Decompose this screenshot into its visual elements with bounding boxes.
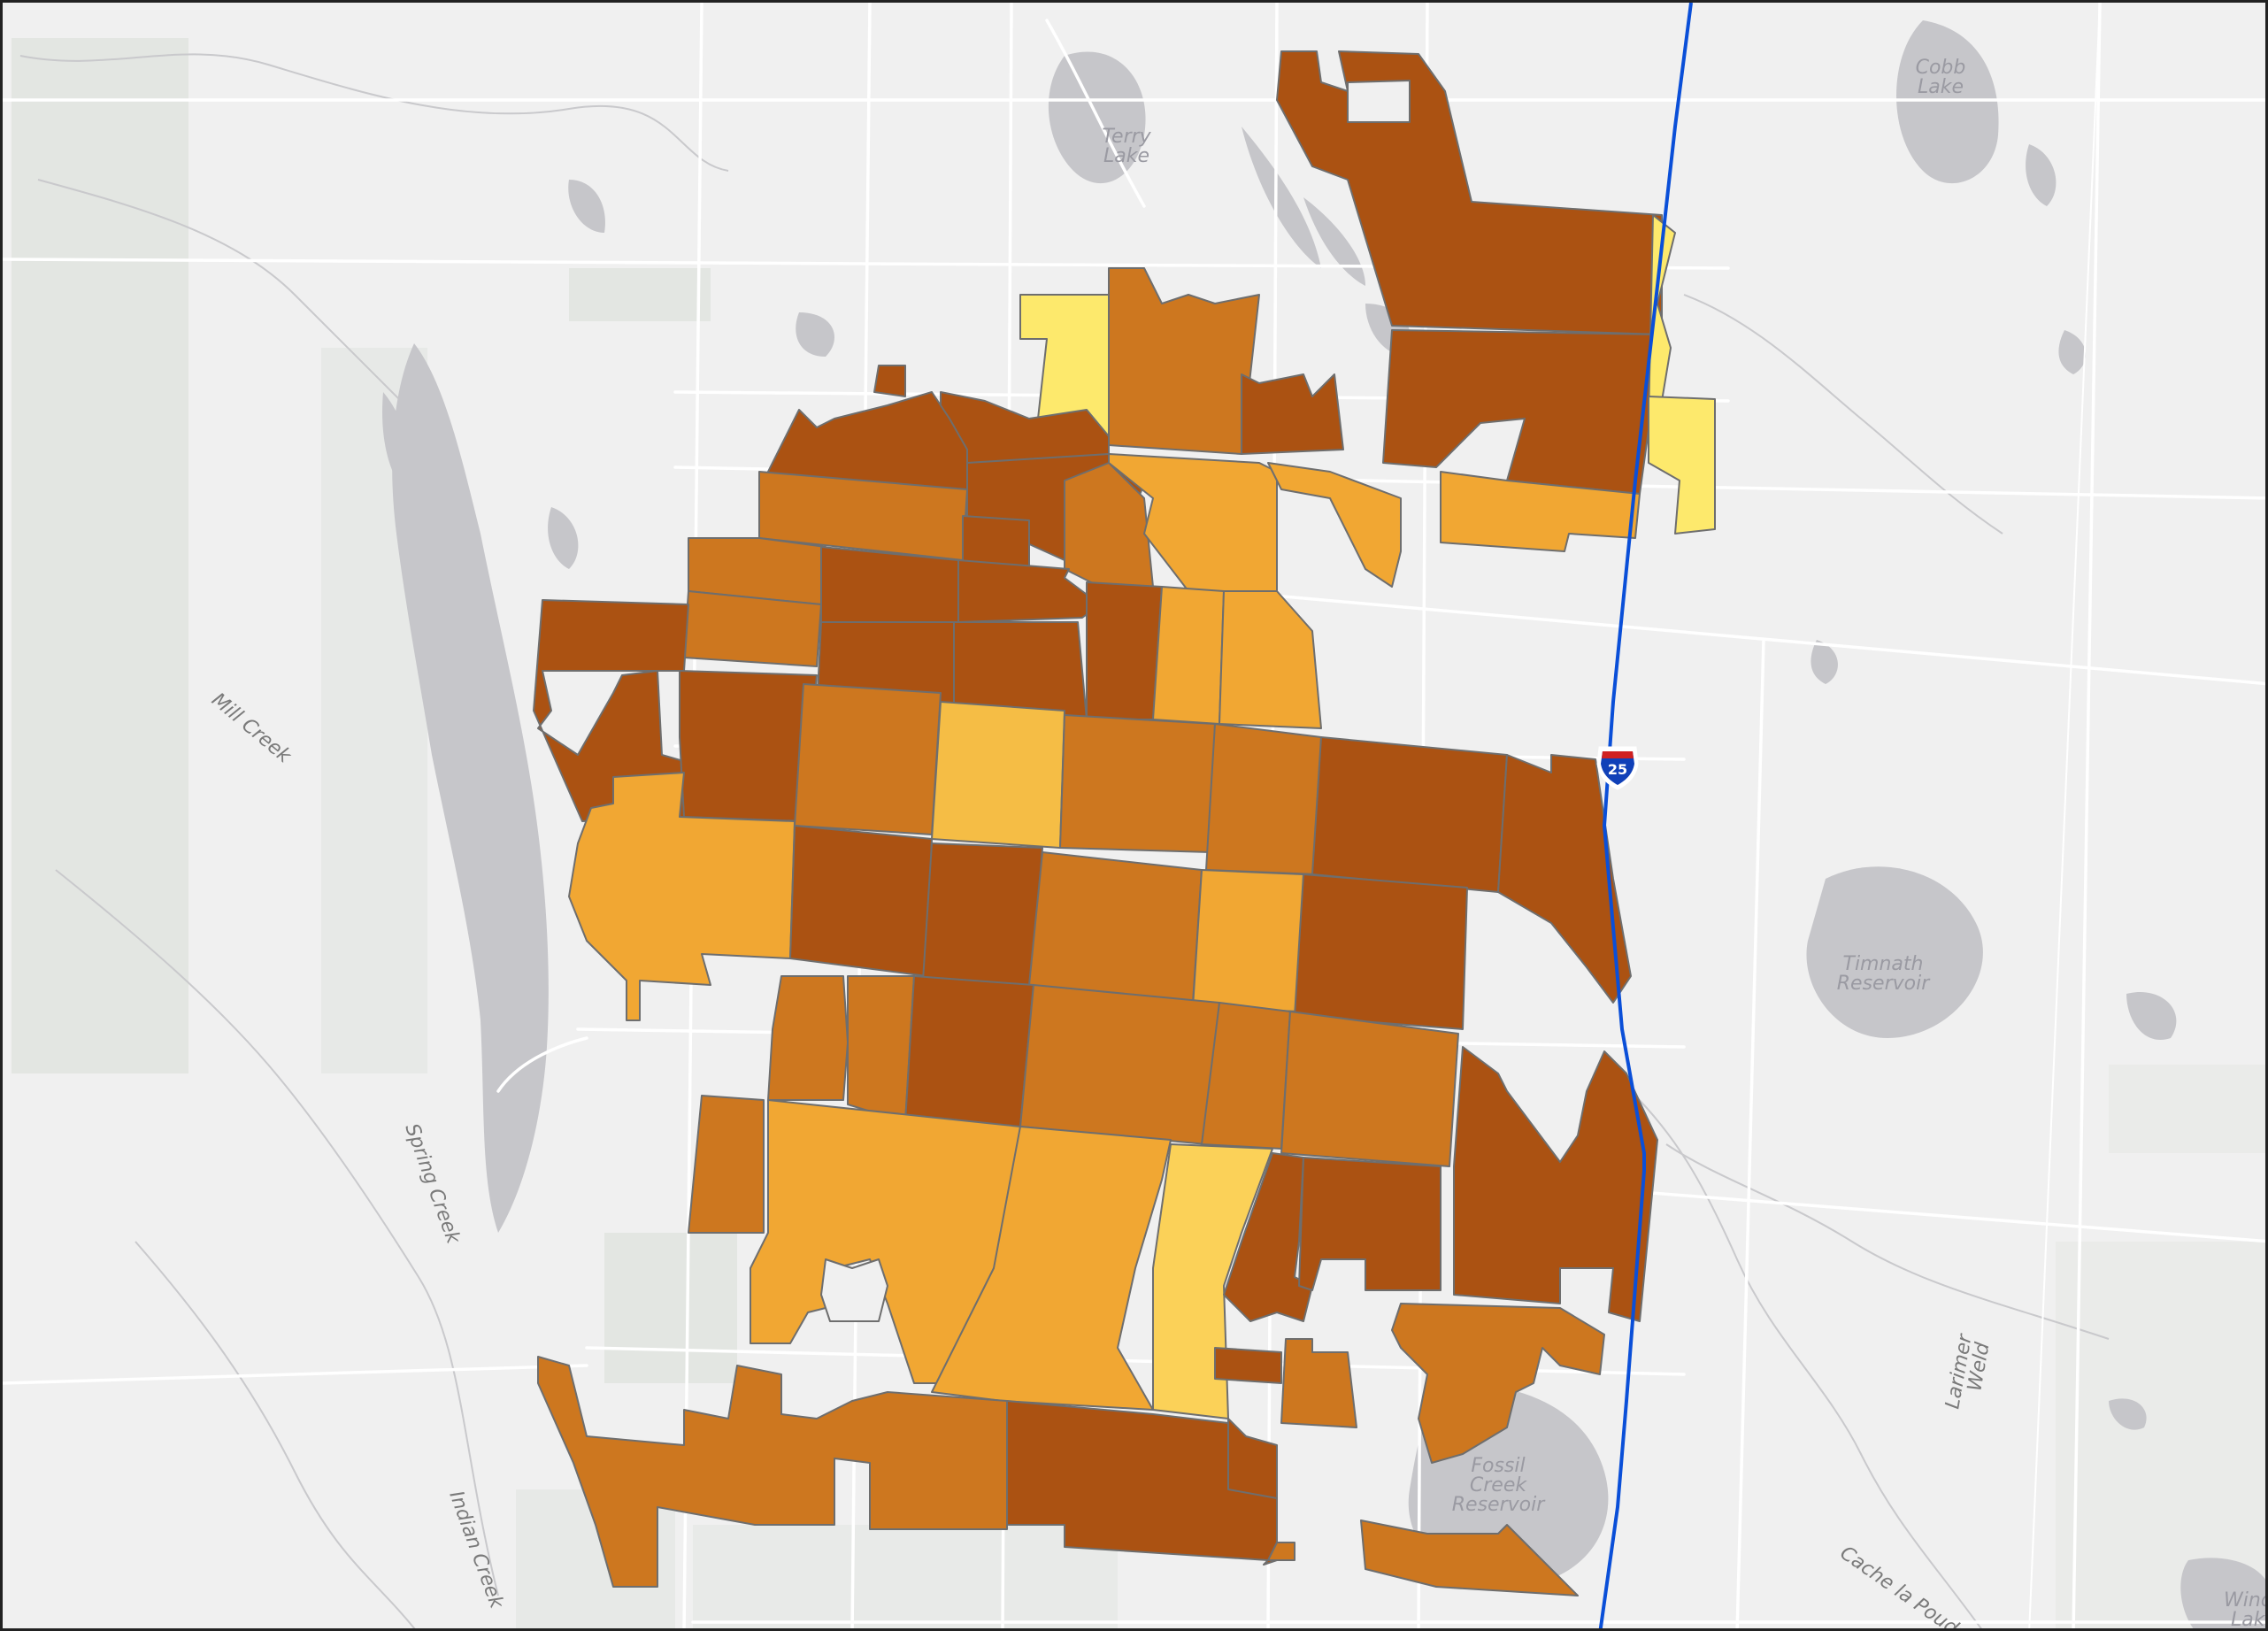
tract-w1[interactable] bbox=[683, 590, 822, 667]
tract-s12[interactable] bbox=[1267, 1542, 1295, 1561]
label-windsor-lake-2: Lake bbox=[2231, 1609, 2268, 1631]
tract-n10[interactable] bbox=[873, 365, 906, 397]
interstate-25-line[interactable] bbox=[1598, 3, 1693, 1631]
label-timnath-reservoir-2: Reservoir bbox=[1837, 973, 1931, 995]
tract-n1-cutout bbox=[1347, 80, 1411, 123]
tract-s11[interactable] bbox=[1227, 1418, 1278, 1499]
map-canvas[interactable]: 25 Cobb Lake Terry Lake Mill Creek Sprin… bbox=[3, 3, 2268, 1631]
tract-n7[interactable] bbox=[1108, 267, 1260, 455]
tract-um6[interactable] bbox=[820, 546, 959, 632]
label-terry-lake-1: Terry bbox=[1102, 126, 1151, 148]
tract-um9[interactable] bbox=[1267, 462, 1402, 588]
tract-s5[interactable] bbox=[1298, 1157, 1442, 1291]
label-terry-lake-2: Lake bbox=[1103, 145, 1149, 167]
tract-c3[interactable] bbox=[1059, 714, 1216, 853]
tract-s9[interactable] bbox=[537, 1356, 1008, 1588]
label-timnath-reservoir-1: Timnath bbox=[1843, 953, 1924, 975]
tract-lm1[interactable] bbox=[767, 975, 849, 1101]
tract-c1[interactable] bbox=[794, 683, 942, 835]
tract-n5[interactable] bbox=[1440, 471, 1641, 552]
tract-s13[interactable] bbox=[1360, 1519, 1579, 1596]
tract-n8[interactable] bbox=[1241, 373, 1344, 455]
tract-lm7[interactable] bbox=[1453, 1046, 1658, 1322]
tract-s6[interactable] bbox=[1391, 1303, 1605, 1464]
tract-n4[interactable] bbox=[1648, 396, 1716, 535]
tract-c9[interactable] bbox=[922, 842, 1043, 986]
streams-layer bbox=[19, 53, 2110, 1628]
label-fossil-creek-3: Reservoir bbox=[1452, 1494, 1546, 1516]
tract-lm8[interactable] bbox=[688, 1095, 765, 1234]
label-fossil-creek-1: Fossil bbox=[1471, 1455, 1525, 1477]
tract-s4[interactable] bbox=[1223, 1152, 1313, 1322]
tract-c11[interactable] bbox=[1192, 869, 1304, 1012]
tract-w6[interactable] bbox=[1152, 586, 1225, 725]
tract-choropleth-layer[interactable] bbox=[533, 50, 1716, 1596]
tract-s2[interactable] bbox=[931, 1126, 1172, 1411]
label-fossil-creek-2: Creek bbox=[1470, 1474, 1527, 1496]
water-layer bbox=[382, 20, 2265, 1628]
tract-c7[interactable] bbox=[568, 772, 796, 1021]
tract-s7[interactable] bbox=[1214, 1347, 1282, 1384]
tract-w5[interactable] bbox=[1086, 581, 1163, 720]
label-cobb-lake-2: Lake bbox=[1918, 76, 1964, 98]
tract-lm2[interactable] bbox=[847, 975, 915, 1123]
tract-s8[interactable] bbox=[1280, 1338, 1357, 1428]
tract-w7[interactable] bbox=[1219, 590, 1322, 729]
tract-lm4[interactable] bbox=[1019, 984, 1220, 1145]
tract-lm6[interactable] bbox=[1280, 1011, 1459, 1167]
tract-c10[interactable] bbox=[1028, 851, 1203, 1004]
tract-c5[interactable] bbox=[1311, 736, 1508, 893]
tract-c6[interactable] bbox=[1497, 754, 1632, 1004]
label-windsor-lake-1: Windsor bbox=[2224, 1589, 2268, 1612]
tract-s10[interactable] bbox=[1006, 1400, 1278, 1566]
tract-s1-cutout bbox=[820, 1258, 888, 1322]
tract-c4[interactable] bbox=[1205, 723, 1322, 875]
interstate-shield-number: 25 bbox=[1608, 761, 1627, 778]
tract-c12[interactable] bbox=[1294, 873, 1468, 1030]
tract-lm3[interactable] bbox=[904, 975, 1034, 1127]
label-cobb-lake-1: Cobb bbox=[1916, 57, 1966, 79]
interstate-shield-icon: 25 bbox=[1596, 746, 1639, 790]
tract-c8[interactable] bbox=[789, 825, 933, 977]
tract-c2[interactable] bbox=[931, 701, 1065, 849]
